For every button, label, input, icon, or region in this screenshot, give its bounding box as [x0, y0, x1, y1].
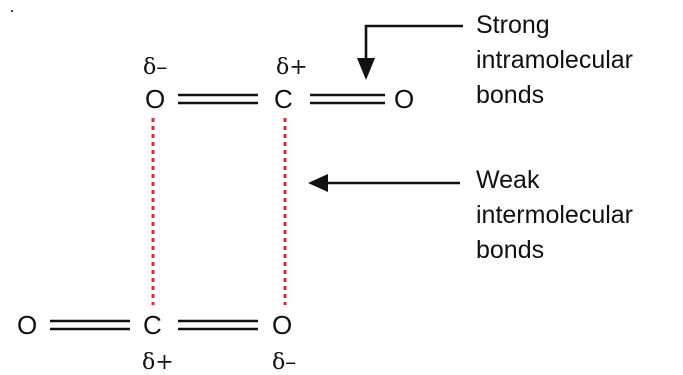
intramolecular-label-line-1: Strong	[476, 11, 550, 39]
top-carbon-charge: δ+	[276, 55, 308, 80]
top-double-bond-right	[310, 93, 385, 105]
bottom-double-bond-left	[50, 319, 130, 331]
intermolecular-label-line-3: bonds	[476, 236, 545, 264]
top-oxygen-charge: δ–	[143, 55, 168, 80]
stray-dot	[11, 10, 13, 12]
bottom-double-bond-right	[178, 319, 258, 331]
intramolecular-arrow	[357, 24, 463, 80]
intermolecular-label-line-1: Weak	[476, 166, 540, 194]
intramolecular-label-line-3: bonds	[476, 81, 545, 109]
bottom-carbon-charge: δ+	[142, 350, 174, 375]
top-oxygen-left: O	[145, 84, 166, 114]
top-oxygen-right: O	[394, 84, 415, 114]
top-double-bond-left	[178, 93, 258, 105]
intramolecular-label-line-2: intramolecular	[476, 46, 634, 74]
intermolecular-label-line-2: intermolecular	[476, 201, 634, 229]
intermolecular-arrow	[308, 174, 460, 192]
bottom-oxygen-left: O	[17, 310, 38, 340]
bottom-carbon: C	[143, 310, 162, 340]
bottom-oxygen-right: O	[272, 310, 293, 340]
bottom-oxygen-charge: δ–	[272, 350, 297, 375]
top-carbon: C	[274, 84, 293, 114]
